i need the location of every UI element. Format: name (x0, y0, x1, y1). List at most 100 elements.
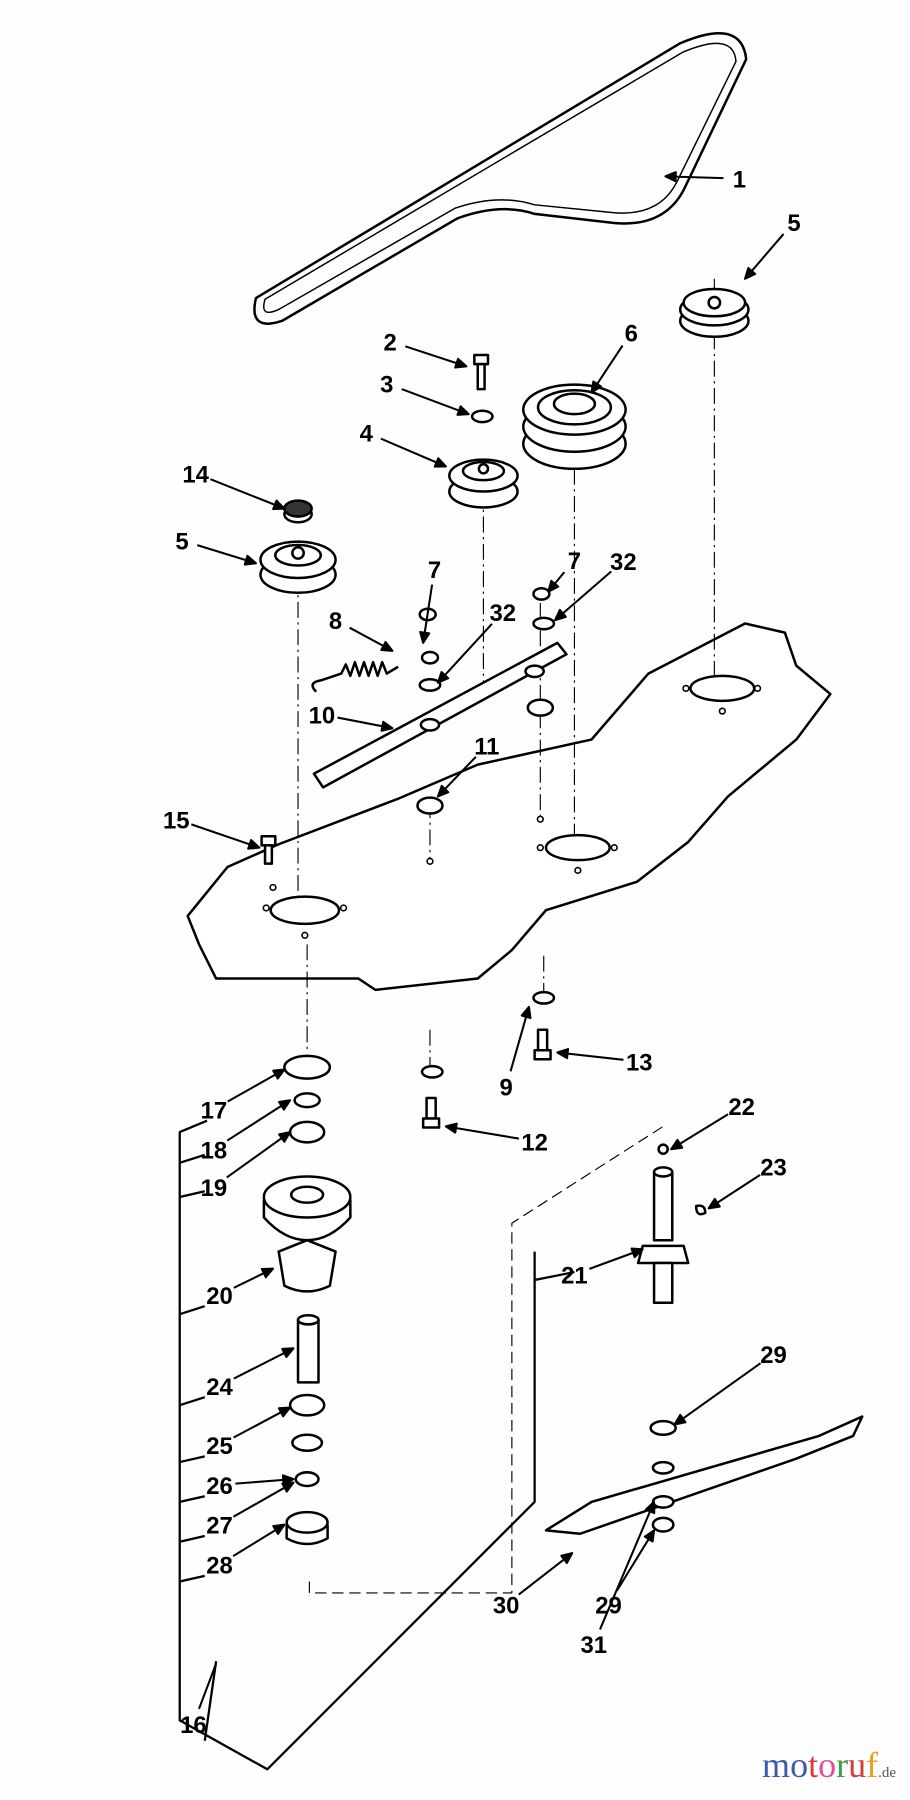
arrowhead-icon (664, 171, 677, 183)
leader-line-12 (445, 1125, 520, 1140)
arrowhead-icon (520, 1005, 532, 1020)
watermark-letter: r (836, 1745, 849, 1785)
leader-line-29 (616, 1529, 655, 1592)
callout-7: 7 (568, 548, 581, 575)
blade-30 (544, 1415, 864, 1536)
arrowhead-icon (260, 1267, 275, 1279)
callout-19: 19 (201, 1175, 228, 1202)
arrowhead-icon (247, 839, 261, 850)
pulley-5-right (678, 287, 750, 339)
leader-line-15 (191, 823, 260, 849)
watermark-suffix: .de (878, 1765, 896, 1781)
callout-1: 1 (733, 167, 746, 194)
callout-16: 16 (180, 1712, 207, 1739)
idler-arm (312, 641, 568, 789)
bolt-15 (260, 835, 277, 865)
callout-7: 7 (428, 557, 441, 584)
callout-29: 29 (595, 1592, 622, 1619)
arrowhead-icon (278, 1131, 292, 1143)
callout-29: 29 (760, 1342, 787, 1369)
callout-5: 5 (787, 210, 800, 237)
bushings-11 (416, 698, 555, 815)
callout-17: 17 (201, 1097, 228, 1124)
watermark-letter: o (790, 1745, 809, 1785)
callout-10: 10 (309, 703, 336, 730)
callout-21: 21 (561, 1262, 588, 1289)
arrowhead-icon (272, 1523, 286, 1535)
callout-8: 8 (329, 608, 342, 635)
leader-line-27 (232, 1481, 294, 1518)
leader-line-16 (198, 1663, 218, 1710)
leader-line-32 (554, 570, 612, 621)
arrowhead-icon (560, 1552, 574, 1564)
bolt-2 (473, 353, 490, 391)
callout-3: 3 (380, 372, 393, 399)
arrowhead-icon (281, 1481, 295, 1493)
callout-26: 26 (206, 1473, 233, 1500)
arrowhead-icon (554, 608, 567, 622)
bolt-13 (533, 1028, 552, 1061)
leader-line-4 (380, 437, 447, 468)
arrowhead-icon (281, 1474, 295, 1486)
nuts-7 (418, 586, 551, 665)
pulley-4 (448, 458, 519, 509)
key-23 (694, 1204, 707, 1216)
spindle-housing (262, 1054, 352, 1546)
callout-15: 15 (163, 807, 190, 834)
leader-line-3 (401, 388, 470, 416)
callout-9: 9 (500, 1075, 513, 1102)
arrowhead-icon (281, 1347, 295, 1359)
arrowhead-icon (380, 720, 394, 732)
watermark-letter: o (818, 1745, 837, 1785)
pulley-6 (521, 383, 627, 471)
arrowhead-icon (380, 640, 394, 652)
arrowhead-icon (590, 380, 602, 394)
callout-25: 25 (206, 1433, 233, 1460)
leader-line-31 (599, 1501, 656, 1630)
arrowhead-icon (547, 579, 560, 593)
callout-11: 11 (474, 733, 499, 760)
callout-6: 6 (625, 320, 638, 347)
pulley-5-left (259, 540, 337, 595)
leader-line-18 (226, 1099, 291, 1142)
arrowhead-icon (707, 1197, 721, 1210)
callout-22: 22 (728, 1094, 755, 1121)
arrowhead-icon (643, 1529, 656, 1543)
belt (253, 31, 748, 325)
callout-2: 2 (384, 329, 397, 356)
callout-23: 23 (760, 1154, 787, 1181)
leader-line-14 (210, 478, 285, 510)
arrowhead-icon (454, 357, 468, 369)
spring-8 (311, 660, 399, 693)
leader-line-29 (673, 1362, 762, 1426)
arrowhead-icon (444, 1122, 458, 1134)
arrowhead-icon (272, 1068, 286, 1080)
callout-32: 32 (489, 600, 516, 627)
callout-32: 32 (610, 549, 637, 576)
deck-plate (186, 622, 832, 992)
callout-18: 18 (201, 1137, 228, 1164)
washers-32 (418, 616, 556, 1079)
arrowhead-icon (556, 1048, 570, 1060)
leader-line-30 (518, 1552, 573, 1596)
arrowhead-icon (436, 784, 450, 798)
arrowhead-icon (277, 1099, 292, 1111)
arrowhead-icon (644, 1500, 656, 1515)
watermark-letter: f (866, 1745, 879, 1785)
arrowhead-icon (630, 1247, 644, 1259)
arrowhead-icon (272, 499, 286, 511)
arrowhead-icon (436, 671, 450, 684)
arrowhead-icon (419, 631, 431, 644)
washer-3 (470, 409, 494, 424)
callout-14: 14 (182, 461, 209, 488)
leader-line-19 (226, 1131, 291, 1179)
callout-24: 24 (206, 1374, 233, 1401)
motoruf-watermark-logo: motoruf.de (762, 1744, 896, 1786)
callout-20: 20 (206, 1283, 233, 1310)
bolt-12 (421, 1096, 441, 1129)
nut-14 (283, 499, 313, 524)
callout-4: 4 (360, 420, 374, 447)
arrowhead-icon (673, 1413, 687, 1426)
callout-28: 28 (206, 1553, 233, 1580)
